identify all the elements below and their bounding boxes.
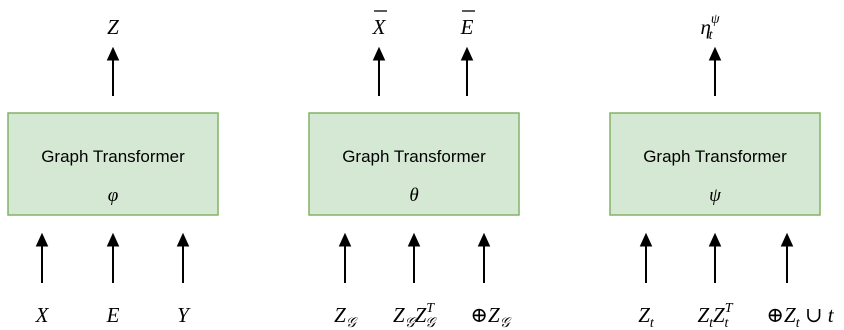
input-arrow-y xyxy=(176,232,190,283)
output-arrow-ebar xyxy=(460,46,474,96)
input-arrow-zgzgt xyxy=(407,232,421,283)
input-label-x: X xyxy=(35,303,50,327)
input-arrow-ztztt xyxy=(708,232,722,283)
transformer-box-theta xyxy=(308,112,520,216)
input-label-oplus-zg: ⊕Z𝒢 xyxy=(470,303,511,330)
input-label-oplus-zt-union-t: ⊕Zt ∪ t xyxy=(766,303,834,330)
input-arrow-oplus-zt xyxy=(780,232,794,283)
input-arrow-oplus-zg xyxy=(477,232,491,283)
param-psi: ψ xyxy=(709,185,722,206)
input-arrow-zt xyxy=(639,232,653,283)
output-arrow-eta xyxy=(708,46,722,96)
output-label-ebar: E xyxy=(460,15,474,39)
transformer-block-phi: Graph Transformer φ Z X E Y xyxy=(7,15,219,327)
input-label-e: E xyxy=(106,303,120,327)
transformer-title-theta: Graph Transformer xyxy=(342,147,486,166)
transformer-title-psi: Graph Transformer xyxy=(643,147,787,166)
output-label-xbar: X xyxy=(372,15,387,39)
transformer-title-phi: Graph Transformer xyxy=(41,147,185,166)
input-label-zg: Z𝒢 xyxy=(334,303,358,330)
transformer-box-psi xyxy=(609,112,821,216)
input-label-zt: Zt xyxy=(638,303,655,330)
param-phi: φ xyxy=(108,185,119,206)
output-arrow-xbar xyxy=(372,46,386,96)
input-arrow-e xyxy=(106,232,120,283)
output-label-z: Z xyxy=(107,15,119,39)
output-arrow-z xyxy=(106,46,120,96)
transformer-box-phi xyxy=(7,112,219,216)
input-label-y: Y xyxy=(177,303,191,327)
input-arrow-zg xyxy=(338,232,352,283)
param-theta: θ xyxy=(409,185,418,206)
input-arrow-x xyxy=(35,232,49,283)
